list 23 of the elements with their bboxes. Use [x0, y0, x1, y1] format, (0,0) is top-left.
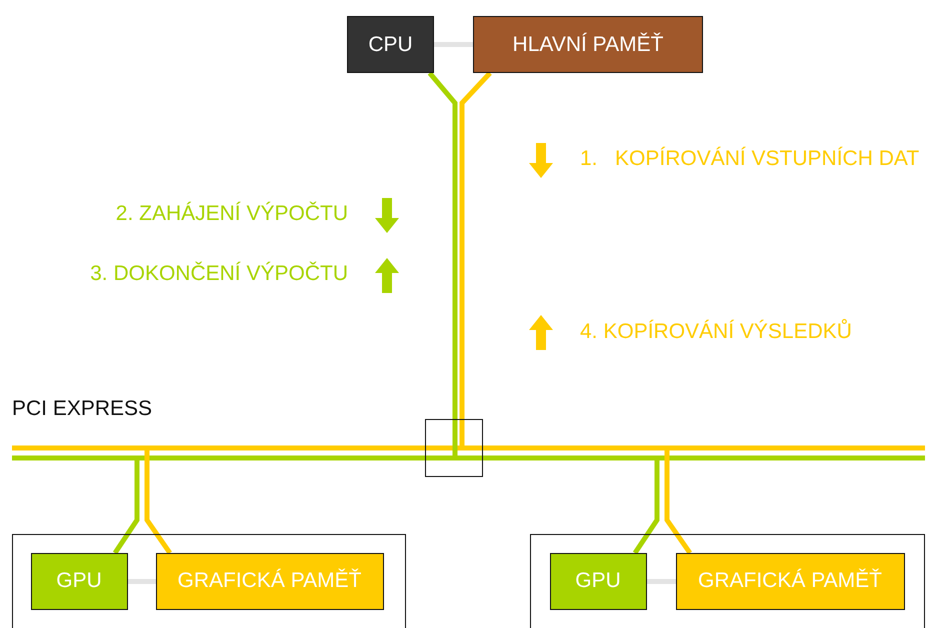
bus-connector	[483, 455, 660, 554]
component-box: CPU	[347, 16, 434, 73]
board-outline	[530, 534, 925, 628]
component-box: GRAFICKÁ PAMĚŤ	[676, 552, 904, 610]
board-outline	[12, 534, 406, 628]
component-box: HLAVNÍ PAMĚŤ	[473, 16, 703, 73]
component-box: GRAFICKÁ PAMĚŤ	[156, 552, 384, 610]
bus-connector	[112, 455, 425, 554]
bus-connector	[128, 579, 156, 584]
bus-junction-box	[425, 419, 483, 477]
bus-connector	[460, 71, 492, 419]
step-label: 3. DOKONČENÍ VÝPOČTU	[90, 261, 348, 287]
bus-connector	[647, 579, 676, 584]
component-box: GPU	[550, 552, 646, 610]
bus-connector	[483, 446, 692, 554]
bus-label: PCI EXPRESS	[12, 396, 152, 422]
bus-connector	[144, 446, 425, 554]
bus-connector	[434, 42, 473, 47]
step-label: 1. KOPÍROVÁNÍ VSTUPNÍCH DAT	[580, 146, 920, 172]
bus-connector	[428, 71, 458, 419]
step-label: 4. KOPÍROVÁNÍ VÝSLEDKŮ	[580, 319, 852, 345]
step-label: 2. ZAHÁJENÍ VÝPOČTU	[116, 201, 348, 227]
component-box: GPU	[30, 552, 128, 610]
